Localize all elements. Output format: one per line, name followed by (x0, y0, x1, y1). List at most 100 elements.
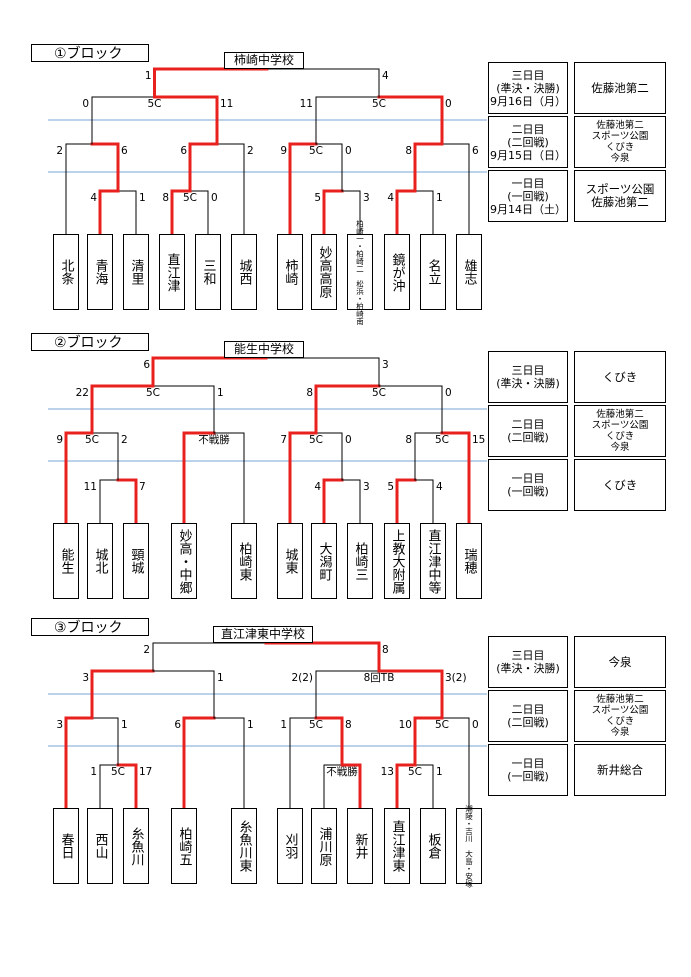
team-box: 刈羽 (277, 808, 303, 884)
score: 8 (162, 192, 169, 204)
team-box: 板倉 (420, 808, 446, 884)
score: 4 (90, 192, 97, 204)
score: 2 (121, 434, 128, 446)
team-name: 城東 (282, 548, 298, 574)
team-name: 西山 (92, 833, 108, 859)
team-name: 糸魚川東 (236, 820, 252, 872)
score: 5C (371, 387, 386, 399)
score: 1 (90, 766, 97, 778)
schedule-day: 二日目 (二回戦) (488, 690, 568, 742)
score: 3 (56, 719, 63, 731)
score: 0 (345, 145, 352, 157)
team-name: 柏崎一・柏崎二 松浜・柏崎南 (355, 219, 365, 325)
score: 7 (139, 481, 146, 493)
team-name: 能生 (58, 548, 74, 574)
bracket-lines (48, 67, 487, 236)
score: 6 (143, 359, 150, 371)
team-box: 柏崎東 (231, 523, 257, 599)
schedule-venue: くびき (574, 351, 666, 403)
score: 5C (110, 766, 125, 778)
score: 1 (436, 192, 443, 204)
team-box: 三和 (195, 234, 221, 310)
champion-label: 柿崎中学校 (224, 52, 304, 69)
schedule-day: 三日目 (準決・決勝) 9月16日（月） (488, 62, 568, 114)
score: 1 (139, 192, 146, 204)
score: 6 (472, 145, 479, 157)
schedule-venue: 新井総合 (574, 744, 666, 796)
team-box: 城東 (277, 523, 303, 599)
team-name: 北条 (58, 259, 74, 285)
score: 10 (398, 719, 412, 731)
team-name: 頸城 (128, 548, 144, 574)
score: 8 (405, 434, 412, 446)
score: 3 (363, 481, 370, 493)
team-name: 青海 (92, 259, 108, 285)
score: 3(2) (445, 672, 467, 684)
schedule-venue: スポーツ公園 佐藤池第二 (574, 170, 666, 222)
score: 13 (380, 766, 394, 778)
schedule-day: 一日目 (一回戦) 9月14日（土） (488, 170, 568, 222)
schedule-venue: 佐藤池第二 (574, 62, 666, 114)
team-box: 清里 (123, 234, 149, 310)
champion-label: 能生中学校 (224, 341, 304, 358)
team-box: 西山 (87, 808, 113, 884)
score: 11 (83, 481, 97, 493)
score: 17 (139, 766, 153, 778)
schedule-day: 二日目 (二回戦) (488, 405, 568, 457)
team-box: 青海 (87, 234, 113, 310)
score: 1 (280, 719, 287, 731)
schedule-venue: 今泉 (574, 636, 666, 688)
team-name: 妙高高原 (316, 246, 332, 298)
team-box: 柏崎五 (171, 808, 197, 884)
score: 1 (121, 719, 128, 731)
score: 不戦勝 (326, 766, 358, 778)
score: 1 (217, 672, 224, 684)
score: 5C (182, 192, 197, 204)
score: 8回TB (363, 672, 395, 684)
bracket-lines (48, 356, 487, 525)
schedule-day: 一日目 (一回戦) (488, 744, 568, 796)
score: 5C (371, 98, 386, 110)
team-box: 雄志 (456, 234, 482, 310)
score: 0 (472, 719, 479, 731)
team-name: 名立 (425, 259, 441, 285)
team-box: 潮陵・吉川 大島・安塚 (456, 805, 482, 887)
bracket-block: ①ブロック柿崎中学校北条青海清里直江津三和城西柿崎妙高高原柏崎一・柏崎二 松浜・… (0, 44, 691, 344)
score: 2 (143, 644, 150, 656)
score: 5C (145, 387, 160, 399)
team-box: 糸魚川東 (231, 808, 257, 884)
team-box: 直江津東 (384, 808, 410, 884)
score: 0 (211, 192, 218, 204)
score: 11 (220, 98, 234, 110)
score: 5C (84, 434, 99, 446)
team-name: 直江津 (164, 252, 180, 292)
score: 2 (247, 145, 254, 157)
score: 6 (174, 719, 181, 731)
score: 0 (445, 98, 452, 110)
champion-label: 直江津東中学校 (213, 626, 313, 643)
score: 4 (314, 481, 321, 493)
bracket-block: ②ブロック能生中学校能生城北頸城妙高・中郷柏崎東城東大潟町柏崎三上教大附属直江津… (0, 333, 691, 633)
score: 6 (180, 145, 187, 157)
score: 3 (382, 359, 389, 371)
team-box: 大潟町 (311, 523, 337, 599)
block-title: ③ブロック (31, 618, 149, 636)
team-name: 柏崎五 (176, 826, 192, 866)
team-box: 直江津中等 (420, 523, 446, 599)
score: 5 (314, 192, 321, 204)
score: 5C (147, 98, 162, 110)
team-name: 直江津中等 (425, 528, 441, 594)
score: 5C (407, 766, 422, 778)
team-name: 妙高・中郷 (176, 528, 192, 594)
team-name: 雄志 (461, 259, 477, 285)
schedule-venue: 佐藤池第二 スポーツ公園 くびき 今泉 (574, 690, 666, 742)
schedule-venue: 佐藤池第二 スポーツ公園 くびき 今泉 (574, 116, 666, 168)
score: 8 (306, 387, 313, 399)
score: 5C (308, 434, 323, 446)
score: 5C (308, 719, 323, 731)
team-box: 糸魚川 (123, 808, 149, 884)
score: 5C (434, 719, 449, 731)
team-box: 城西 (231, 234, 257, 310)
team-name: 瑞穂 (461, 548, 477, 574)
